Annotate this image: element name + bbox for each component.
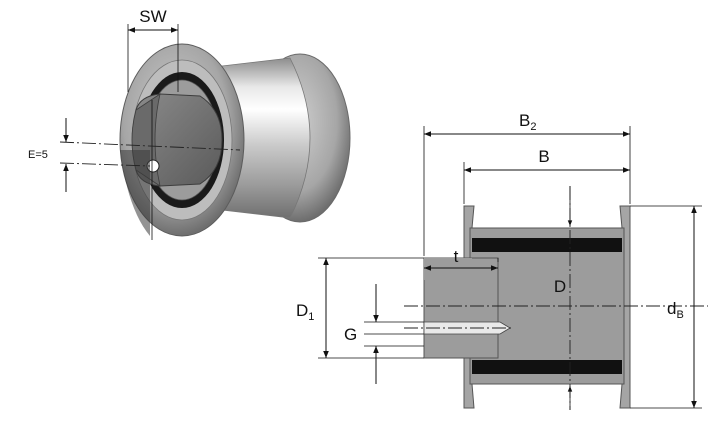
g-label: G	[344, 325, 357, 344]
section-view: B2 B t D D1 G dB	[296, 111, 708, 410]
stud-hole-line	[59, 162, 151, 167]
pictorial-view: SW E=5	[28, 7, 351, 240]
sw-label: SW	[139, 7, 166, 26]
stud-centerline	[59, 141, 241, 151]
b2-label: B2	[519, 111, 536, 133]
d-label: D	[554, 277, 566, 296]
b-label: B	[538, 147, 549, 166]
t-label: t	[454, 247, 459, 266]
stud-neck	[424, 258, 472, 280]
d1-label: D1	[296, 301, 314, 323]
e-label: E=5	[28, 149, 48, 161]
db-label: dB	[667, 299, 684, 321]
cutaway-wedge	[120, 150, 150, 236]
seal-band-bottom	[472, 360, 622, 374]
seal-band-top	[472, 238, 622, 252]
